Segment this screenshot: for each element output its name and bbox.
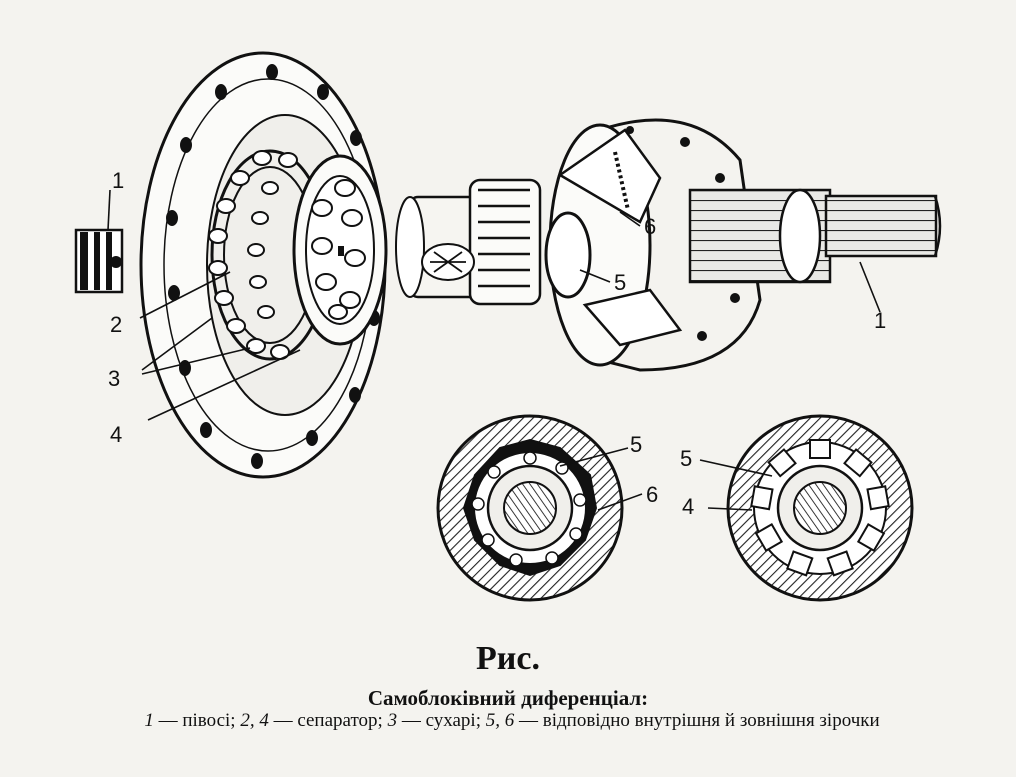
cage-rollers <box>208 150 298 360</box>
label-separator-2: 2 <box>110 312 122 337</box>
section-left <box>436 414 624 602</box>
section-right <box>726 414 914 602</box>
label-right-axle: 1 <box>874 308 886 333</box>
flange-bolt-holes <box>166 64 380 469</box>
legend-n4: 5, 6 <box>485 710 515 731</box>
left-axle-gear <box>74 228 124 294</box>
label-shoes-3: 3 <box>108 366 120 391</box>
legend-t1: — півосі; <box>153 710 241 731</box>
label-inner-star-5: 5 <box>614 270 626 295</box>
label-section-left-5: 5 <box>630 432 642 457</box>
section-right-shoes <box>750 439 890 577</box>
legend-t2: — сепаратор; <box>268 710 388 731</box>
section-left-rollers <box>471 451 587 567</box>
legend-t3: — сухарі; <box>397 710 486 731</box>
label-section-right-4: 4 <box>682 494 694 519</box>
legend-n1: 1 <box>144 710 154 731</box>
label-separator-4: 4 <box>110 422 122 447</box>
label-section-left-6: 6 <box>646 482 658 507</box>
label-section-right-5: 5 <box>680 446 692 471</box>
caption-subtitle: Самоблоківний диференціал: <box>367 686 649 710</box>
star-rollers <box>311 179 366 320</box>
label-outer-star-6: 6 <box>644 214 656 239</box>
housing-bolt-holes <box>626 126 740 341</box>
legend-n2: 2, 4 <box>240 710 269 731</box>
label-left-axle: 1 <box>112 168 124 193</box>
legend-n3: 3 <box>387 710 398 731</box>
flange-assembly <box>139 51 388 479</box>
caption-legend: 1 — півосі; 2, 4 — сепаратор; 3 — сухарі… <box>52 710 972 732</box>
outer-star-housing <box>544 118 942 372</box>
legend-t4: — відповідно внутрішня й зовнішня зірочк… <box>514 710 880 731</box>
caption-title: Рис. <box>476 640 540 677</box>
leader-lines <box>107 189 881 511</box>
spline-hub <box>395 178 542 306</box>
differential-drawing: 1 2 3 4 6 5 1 5 6 5 4 <box>74 51 942 602</box>
